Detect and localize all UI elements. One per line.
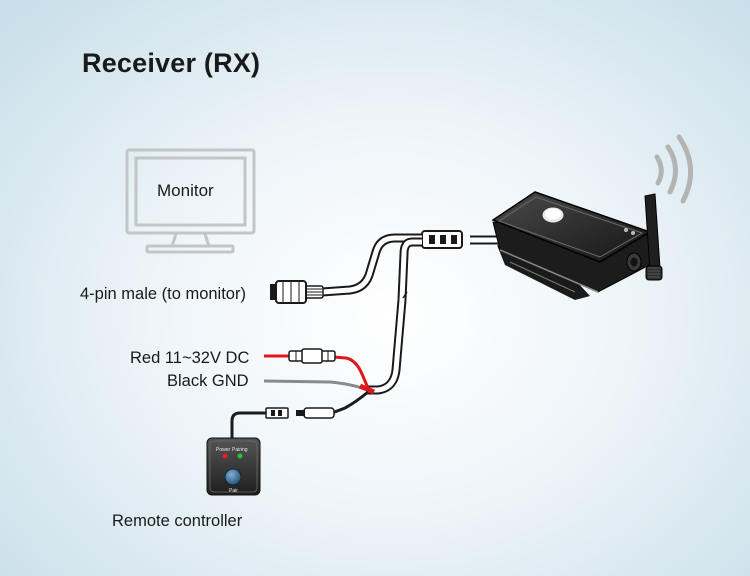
power-cable xyxy=(366,237,422,395)
remote-power-text: Power xyxy=(216,447,231,453)
receiver-box xyxy=(491,191,656,300)
antenna-icon xyxy=(644,193,663,281)
remote-controller: Power Pairing Pair xyxy=(206,437,261,496)
gnd-wire xyxy=(263,379,369,392)
remote-pair-text: Pair xyxy=(229,488,238,494)
wireless-signal-icon xyxy=(654,134,694,204)
cable-splitter xyxy=(421,230,463,249)
red-wire xyxy=(264,348,370,389)
pairing-led-icon xyxy=(237,453,243,459)
four-pin-label: 4-pin male (to monitor) xyxy=(80,285,246,303)
four-pin-connector xyxy=(270,280,324,304)
black-gnd-label: Black GND xyxy=(167,372,249,390)
power-led-icon xyxy=(222,453,228,459)
video-cable xyxy=(321,233,422,297)
monitor-label: Monitor xyxy=(157,181,214,200)
remote-pairing-text: Pairing xyxy=(232,447,248,453)
remote-cable xyxy=(230,390,369,438)
remote-controller-label: Remote controller xyxy=(112,512,243,530)
wire-junction xyxy=(359,383,375,395)
monitor-icon xyxy=(125,148,256,254)
page-title: Receiver (RX) xyxy=(82,48,261,78)
pair-button[interactable] xyxy=(224,468,242,486)
red-power-label: Red 11~32V DC xyxy=(130,349,250,367)
